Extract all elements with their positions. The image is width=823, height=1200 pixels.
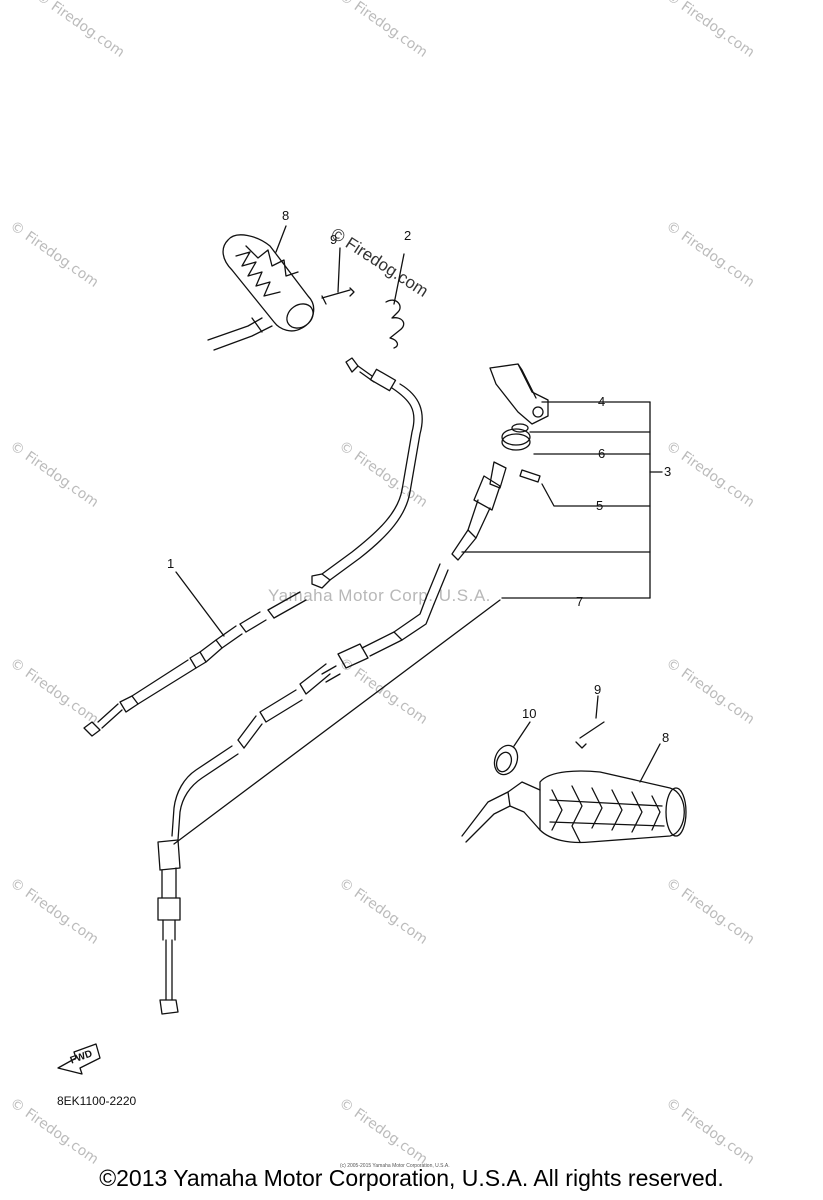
callout-8-lower: 8 [662,730,670,745]
footer-copyright: ©2013 Yamaha Motor Corporation, U.S.A. A… [99,1165,724,1191]
collar [501,428,531,451]
cable-7 [157,563,449,1015]
clip [385,253,405,349]
callout-6: 6 [598,446,606,461]
throttle-lever [489,363,549,425]
upper-grip [207,234,315,351]
leader-1 [175,571,225,637]
ring [493,721,531,776]
tiny-copyright: (c) 2005-2015 Yamaha Motor Corporation, … [340,1163,450,1169]
callout-10: 10 [522,706,537,721]
part-code: 8EK1100-2220 [57,1094,137,1108]
cable-1 [83,357,423,737]
center-watermark: Yamaha Motor Corp. U.S.A. [268,586,491,605]
leader-8b [639,743,661,783]
upper-screw [321,247,355,305]
callout-3: 3 [664,464,672,479]
callout-7: 7 [576,594,584,609]
callout-4: 4 [598,394,606,409]
callout-2: 2 [404,228,412,243]
callout-5: 5 [596,498,604,513]
callout-8: 8 [282,208,290,223]
leader-8 [275,225,287,253]
callout-9-lower: 9 [594,682,602,697]
pin [519,469,541,483]
fwd-arrow [57,1043,101,1075]
lower-grip [461,770,687,844]
callout-9: 9 [330,232,338,247]
lower-screw [575,695,605,749]
callout-1: 1 [167,556,175,571]
callout-bracket [173,401,663,845]
throttle-housing [451,461,507,561]
